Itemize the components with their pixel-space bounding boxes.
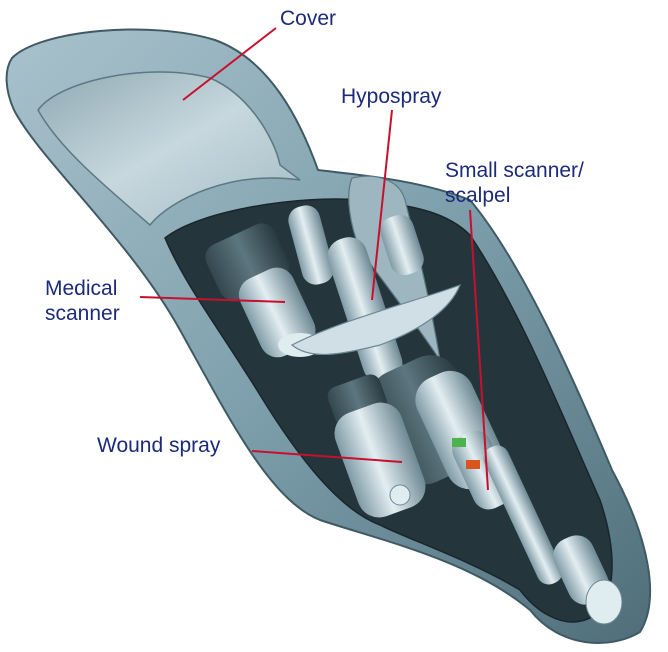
cover (37, 71, 301, 227)
hypospray (288, 205, 462, 383)
leader-line-medical-scanner (139, 296, 286, 303)
label-hypospray: Hypospray (341, 85, 442, 108)
leader-line-wound-spray (251, 450, 403, 463)
leader-line-cover (182, 27, 277, 101)
leader-line-hypospray (371, 109, 393, 301)
probe-rod (483, 445, 623, 625)
label-medical-scanner: Medical scanner (45, 277, 120, 325)
label-cover: Cover (280, 7, 337, 30)
label-small-scanner-scalpel: Small scanner/ scalpel (445, 159, 584, 207)
label-wound-spray: Wound spray (97, 434, 221, 457)
leader-line-small-scanner (469, 209, 489, 491)
